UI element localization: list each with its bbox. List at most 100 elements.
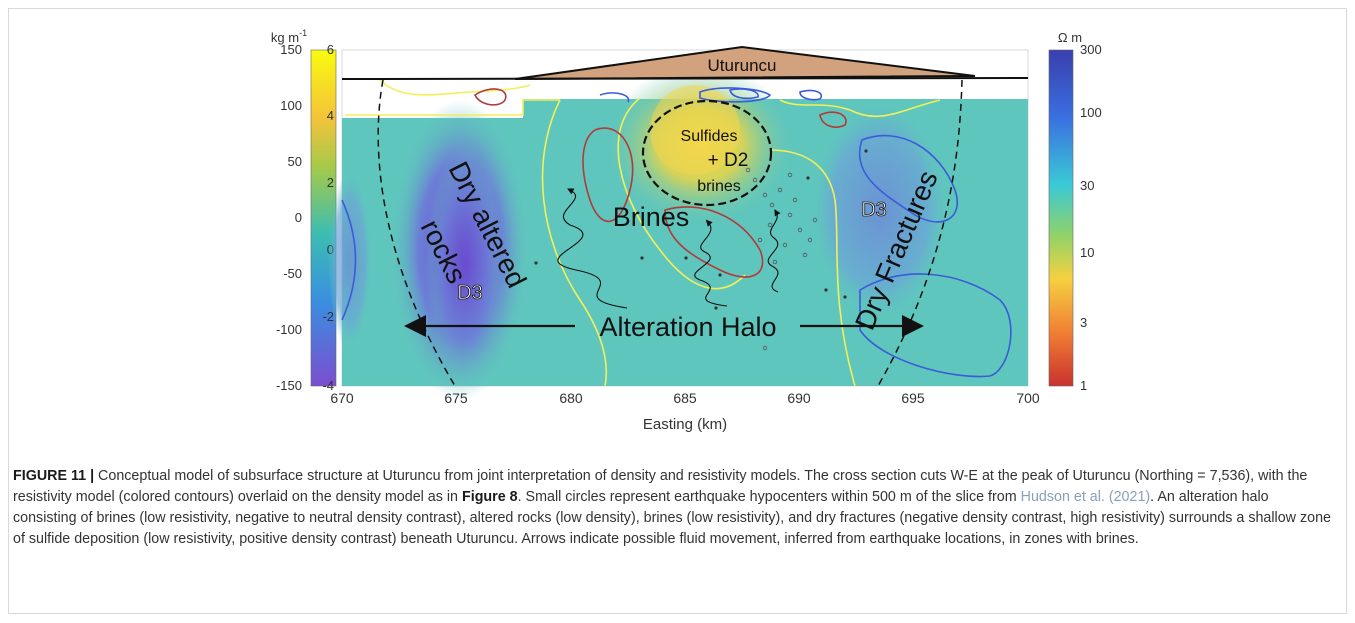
- hypocenter: [782, 242, 788, 248]
- left-tick: -100: [276, 322, 302, 337]
- hypocenter: [777, 187, 783, 193]
- x-tick: 695: [901, 390, 925, 406]
- x-tick: 675: [444, 390, 468, 406]
- red-contour: [473, 88, 507, 106]
- low-density-right: [810, 100, 950, 320]
- high-density-core: [650, 85, 740, 175]
- x-axis-label: Easting (km): [643, 416, 727, 433]
- yellow-contour: [379, 79, 531, 96]
- fluid-arrow: [694, 219, 728, 307]
- hypocenter: [752, 177, 758, 183]
- left-axis-ticks: 150 100 50 0 -50 -100 -150: [276, 42, 302, 393]
- hypocenter: [714, 306, 718, 310]
- left-tick: 100: [280, 98, 302, 113]
- left-tick: 0: [295, 210, 302, 225]
- hypocenter: [767, 222, 773, 228]
- hypocenter: [807, 237, 813, 243]
- caption-text: Conceptual model of subsurface structure…: [13, 468, 1308, 505]
- resistivity-unit: Ω m: [1058, 30, 1082, 45]
- density-tick: 4: [327, 108, 334, 123]
- left-tick: 50: [288, 154, 302, 169]
- hypocenter: [843, 295, 847, 299]
- fluid-arrow: [767, 209, 781, 293]
- hypocenters: [745, 167, 818, 351]
- hypocenter: [792, 197, 798, 203]
- low-density-left-edge: [328, 170, 372, 350]
- left-axis-unit: kg m-1: [271, 28, 307, 45]
- caption-text: . An alteration halo consisting of brine…: [13, 489, 1331, 547]
- hypocenter: [772, 259, 778, 265]
- fluid-arrow: [557, 188, 628, 309]
- hypocenter: [745, 167, 751, 173]
- yellow-contour: [617, 97, 746, 290]
- sulfide-zone: [641, 99, 773, 207]
- x-tick: 690: [787, 390, 811, 406]
- resistivity-colorbar-ticks: 300 100 30 10 3 1: [1080, 42, 1102, 393]
- yellow-contour: [541, 99, 608, 387]
- alteration-halo-label: Alteration Halo: [599, 312, 776, 342]
- resistivity-tick: 10: [1080, 245, 1094, 260]
- caption-text: . Small circles represent earthquake hyp…: [517, 489, 1021, 505]
- hypocenter: [769, 202, 775, 208]
- resistivity-tick: 3: [1080, 315, 1087, 330]
- resistivity-contours: [341, 79, 1012, 387]
- density-tick: 2: [327, 175, 334, 190]
- blue-contour: [799, 89, 822, 101]
- x-tick: 670: [330, 390, 354, 406]
- density-field: [328, 49, 1029, 400]
- blue-contour: [859, 134, 958, 223]
- hypocenter: [802, 252, 808, 258]
- citation-link[interactable]: Hudson et al. (2021): [1020, 489, 1151, 505]
- hypocenter: [757, 237, 763, 243]
- figure-reference-link[interactable]: Figure 8: [461, 489, 518, 505]
- red-contour: [664, 206, 764, 278]
- density-tick: 6: [327, 42, 334, 57]
- hypocenter: [684, 256, 688, 260]
- volcano-label: Uturuncu: [708, 56, 777, 75]
- density-tick: -2: [322, 309, 334, 324]
- hypocenter: [806, 176, 810, 180]
- resistivity-tick: 100: [1080, 105, 1102, 120]
- blue-contour: [729, 88, 759, 100]
- figure-caption: FIGURE 11 | Conceptual model of subsurfa…: [13, 466, 1331, 550]
- resistivity-tick: 300: [1080, 42, 1102, 57]
- right-boundary: [877, 79, 963, 387]
- left-tick: 150: [280, 42, 302, 57]
- hypocenter: [762, 345, 768, 351]
- x-axis: 670 675 680 685 690 695 700: [330, 390, 1040, 406]
- x-tick: 685: [673, 390, 697, 406]
- sulfides-label: Sulfides: [681, 128, 738, 145]
- caption-label: FIGURE 11 |: [13, 468, 95, 484]
- red-contour: [582, 127, 634, 223]
- surface-line: [341, 77, 1029, 80]
- hypocenter: [787, 172, 793, 178]
- brines-small-label: brines: [697, 178, 741, 195]
- x-tick: 700: [1016, 390, 1040, 406]
- yellow-contour: [779, 99, 941, 118]
- left-tick: -150: [276, 378, 302, 393]
- yellow-contour: [769, 149, 856, 387]
- fluid-arrows: [557, 188, 781, 309]
- brines-label: Brines: [613, 202, 690, 232]
- d3-left-label: D3: [457, 282, 483, 304]
- hypocenter: [812, 217, 818, 223]
- hypocenter: [787, 212, 793, 218]
- hypocenter: [762, 192, 768, 198]
- hypocenter: [864, 149, 868, 153]
- yellow-contour: [345, 99, 560, 116]
- red-contour: [819, 111, 847, 128]
- hypocenter: [824, 288, 828, 292]
- hypocenter: [797, 227, 803, 233]
- x-tick: 680: [559, 390, 583, 406]
- left-boundary: [377, 79, 456, 387]
- figure-graphic: kg m-1 150 100 50 0 -50 -100 -150 6 4 2 …: [271, 28, 1102, 433]
- hypocenter: [534, 261, 538, 265]
- hypocenter: [640, 256, 644, 260]
- resistivity-tick: 30: [1080, 178, 1094, 193]
- blue-contour: [341, 199, 357, 321]
- blue-contour: [599, 92, 630, 103]
- resistivity-tick: 1: [1080, 378, 1087, 393]
- resistivity-colorbar: [1048, 49, 1074, 387]
- hypocenter-dots: [534, 149, 868, 310]
- d2-label: + D2: [708, 150, 749, 171]
